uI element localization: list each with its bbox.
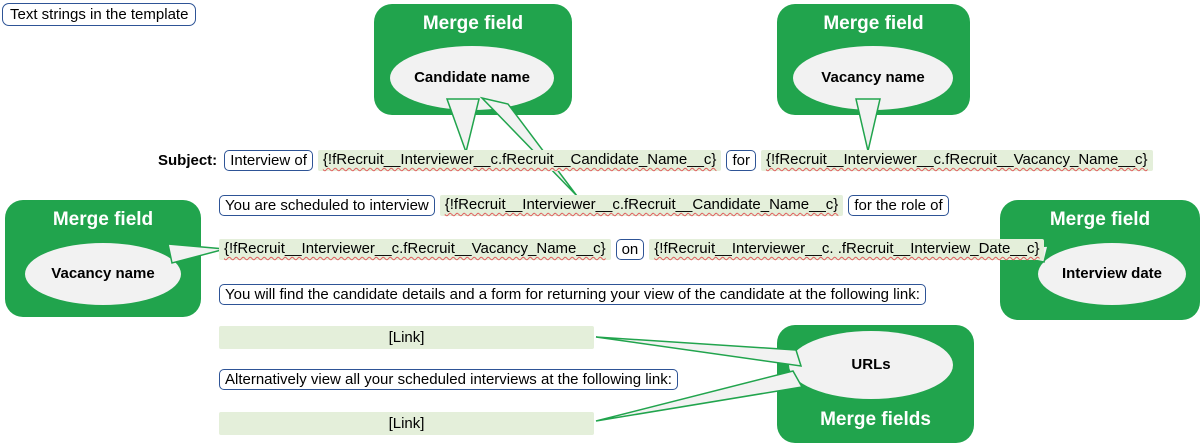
callout-urls: URLs Merge fields [777, 325, 974, 443]
tail-urls-to-link2 [595, 370, 804, 422]
merge-field-link-1: [Link] [219, 326, 594, 349]
text-string-interview-of: Interview of [224, 150, 313, 171]
callout-vacancy-name-top: Merge field Vacancy name [777, 4, 970, 115]
tail-vacancy-top-to-subject [855, 98, 881, 152]
merge-field-vacancy-name: {!fRecruit__Interviewer__c.fRecruit__Vac… [760, 150, 1153, 171]
merge-field-vacancy-name: {!fRecruit__Interviewer__c.fRecruit__Vac… [219, 239, 611, 260]
body-line-2: You are scheduled to interview {!fRecrui… [219, 195, 949, 216]
merge-field-text: {!fRecruit__Interviewer__c. .fRecruit__I… [654, 240, 1040, 257]
diagram-title-label: Text strings in the template [2, 3, 197, 26]
tail-urls-to-link1 [595, 336, 803, 367]
merge-field-text: {!fRecruit__Interviewer__c.fRecruit__Can… [322, 151, 717, 168]
merge-field-candidate-name: {!fRecruit__Interviewer__c.fRecruit__Can… [439, 195, 844, 216]
merge-field-candidate-name: {!fRecruit__Interviewer__c.fRecruit__Can… [317, 150, 722, 171]
merge-field-text: {!fRecruit__Interviewer__c.fRecruit__Vac… [224, 240, 606, 257]
subject-line: Subject: Interview of {!fRecruit__Interv… [158, 150, 1153, 171]
tail-candidate-to-line2 [479, 96, 578, 197]
body-line-4: You will find the candidate details and … [219, 284, 926, 305]
tail-candidate-to-subject [445, 98, 480, 155]
text-string-scheduled-to-interview: You are scheduled to interview [219, 195, 435, 216]
text-string-candidate-details: You will find the candidate details and … [219, 284, 926, 305]
body-line-6: Alternatively view all your scheduled in… [219, 369, 678, 390]
merge-field-text: {!fRecruit__Interviewer__c.fRecruit__Can… [444, 196, 839, 213]
callout-bubble-interview-date: Interview date [1038, 243, 1186, 305]
callout-title: Merge field [422, 13, 524, 34]
text-string-on: on [615, 239, 645, 260]
callout-title: Merge field [823, 13, 924, 34]
body-line-3: {!fRecruit__Interviewer__c.fRecruit__Vac… [219, 239, 1045, 260]
callout-title: Merge fields [820, 409, 931, 430]
callout-candidate-name: Merge field Candidate name [374, 4, 572, 115]
callout-title: Merge field [52, 209, 154, 230]
text-string-for-the-role-of: for the role of [848, 195, 949, 216]
text-string-alternatively-view: Alternatively view all your scheduled in… [219, 369, 678, 390]
callout-vacancy-name-left: Merge field Vacancy name [5, 200, 201, 317]
callout-bubble-urls: URLs [789, 331, 953, 399]
merge-field-link-2: [Link] [219, 412, 594, 435]
callout-bubble-vacancy-name-left: Vacancy name [25, 243, 181, 305]
subject-label: Subject: [158, 152, 218, 169]
tail-vacancy-left-to-line3 [167, 243, 226, 264]
merge-field-interview-date: {!fRecruit__Interviewer__c. .fRecruit__I… [649, 239, 1045, 260]
merge-field-text: {!fRecruit__Interviewer__c.fRecruit__Vac… [765, 151, 1148, 168]
text-string-for: for [726, 150, 756, 171]
callout-title: Merge field [1049, 209, 1151, 230]
